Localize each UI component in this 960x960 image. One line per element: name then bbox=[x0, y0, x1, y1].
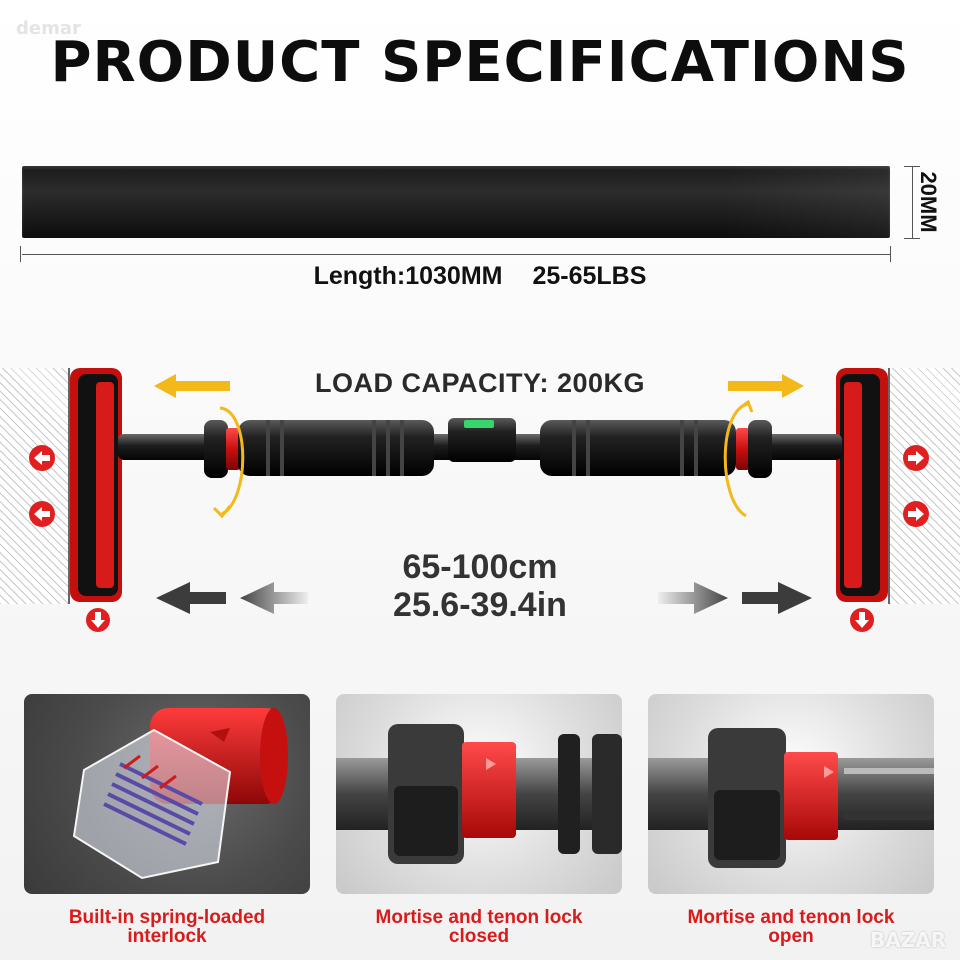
detail-panel-spring-interlock bbox=[24, 694, 310, 894]
caption-lock-open: Mortise and tenon lock open bbox=[641, 908, 941, 946]
caption-line: Built-in spring-loaded bbox=[68, 907, 266, 928]
watermark-top: demar bbox=[16, 18, 81, 39]
wall-right bbox=[888, 368, 960, 604]
watermark-bottom: BAZAR bbox=[870, 928, 947, 952]
resistance-label: 25-65LBS bbox=[532, 262, 647, 290]
wall-left bbox=[0, 368, 70, 604]
grip-left bbox=[238, 420, 434, 476]
lock-open-illustration bbox=[648, 728, 934, 868]
caption-lock-closed: Mortise and tenon lock closed bbox=[329, 908, 629, 946]
caption-line: interlock bbox=[127, 926, 207, 947]
detail-panel-lock-closed bbox=[336, 694, 622, 894]
width-dimension-tick-bottom bbox=[904, 238, 920, 239]
grey-arrow-right-outer-icon bbox=[742, 582, 812, 614]
grey-arrow-right-inner-icon bbox=[658, 582, 728, 614]
caption-line: Mortise and tenon lock bbox=[375, 907, 583, 928]
arrow-down-circle-icon bbox=[850, 608, 874, 632]
yellow-arrow-left-icon bbox=[154, 374, 230, 398]
adjustable-range: 65-100cm 25.6-39.4in bbox=[0, 548, 960, 624]
detail-panel-lock-open bbox=[648, 694, 934, 894]
length-spec: Length:1030MM 25-65LBS bbox=[0, 262, 960, 291]
arrow-down-circle-icon bbox=[86, 608, 110, 632]
caption-spring-interlock: Built-in spring-loaded interlock bbox=[17, 908, 317, 946]
spring-interlock-illustration bbox=[72, 708, 288, 880]
caption-line: open bbox=[768, 926, 814, 947]
grip-right bbox=[540, 420, 736, 476]
arrow-left-circle-icon bbox=[29, 501, 55, 527]
arrow-right-circle-icon bbox=[903, 501, 929, 527]
range-cm: 65-100cm bbox=[402, 548, 558, 586]
length-dimension-tick-right bbox=[890, 246, 891, 262]
end-cap-right bbox=[836, 368, 888, 602]
rotate-arrow-left-icon bbox=[212, 406, 245, 519]
length-dimension-tick-left bbox=[20, 246, 21, 262]
resistance-band-image bbox=[22, 166, 890, 238]
lock-closed-illustration bbox=[336, 724, 622, 864]
caption-line: closed bbox=[448, 926, 510, 947]
bubble-level-icon bbox=[448, 418, 516, 462]
page-title: PRODUCT SPECIFICATIONS bbox=[50, 30, 910, 95]
arrow-right-circle-icon bbox=[903, 445, 929, 471]
length-dimension-line bbox=[22, 254, 890, 255]
arrow-left-circle-icon bbox=[29, 445, 55, 471]
length-label: Length:1030MM bbox=[313, 262, 503, 290]
rotate-arrow-right-icon bbox=[723, 399, 754, 518]
width-dimension-line bbox=[912, 166, 913, 238]
load-capacity-label: LOAD CAPACITY: 200KG bbox=[314, 368, 646, 398]
caption-line: Mortise and tenon lock bbox=[687, 907, 895, 928]
grey-arrow-left-outer-icon bbox=[156, 582, 226, 614]
end-cap-left bbox=[70, 368, 122, 602]
grey-arrow-left-inner-icon bbox=[240, 582, 308, 614]
yellow-arrow-right-icon bbox=[728, 374, 804, 398]
range-inches: 25.6-39.4in bbox=[393, 586, 567, 624]
width-dimension-tick-top bbox=[904, 166, 920, 167]
